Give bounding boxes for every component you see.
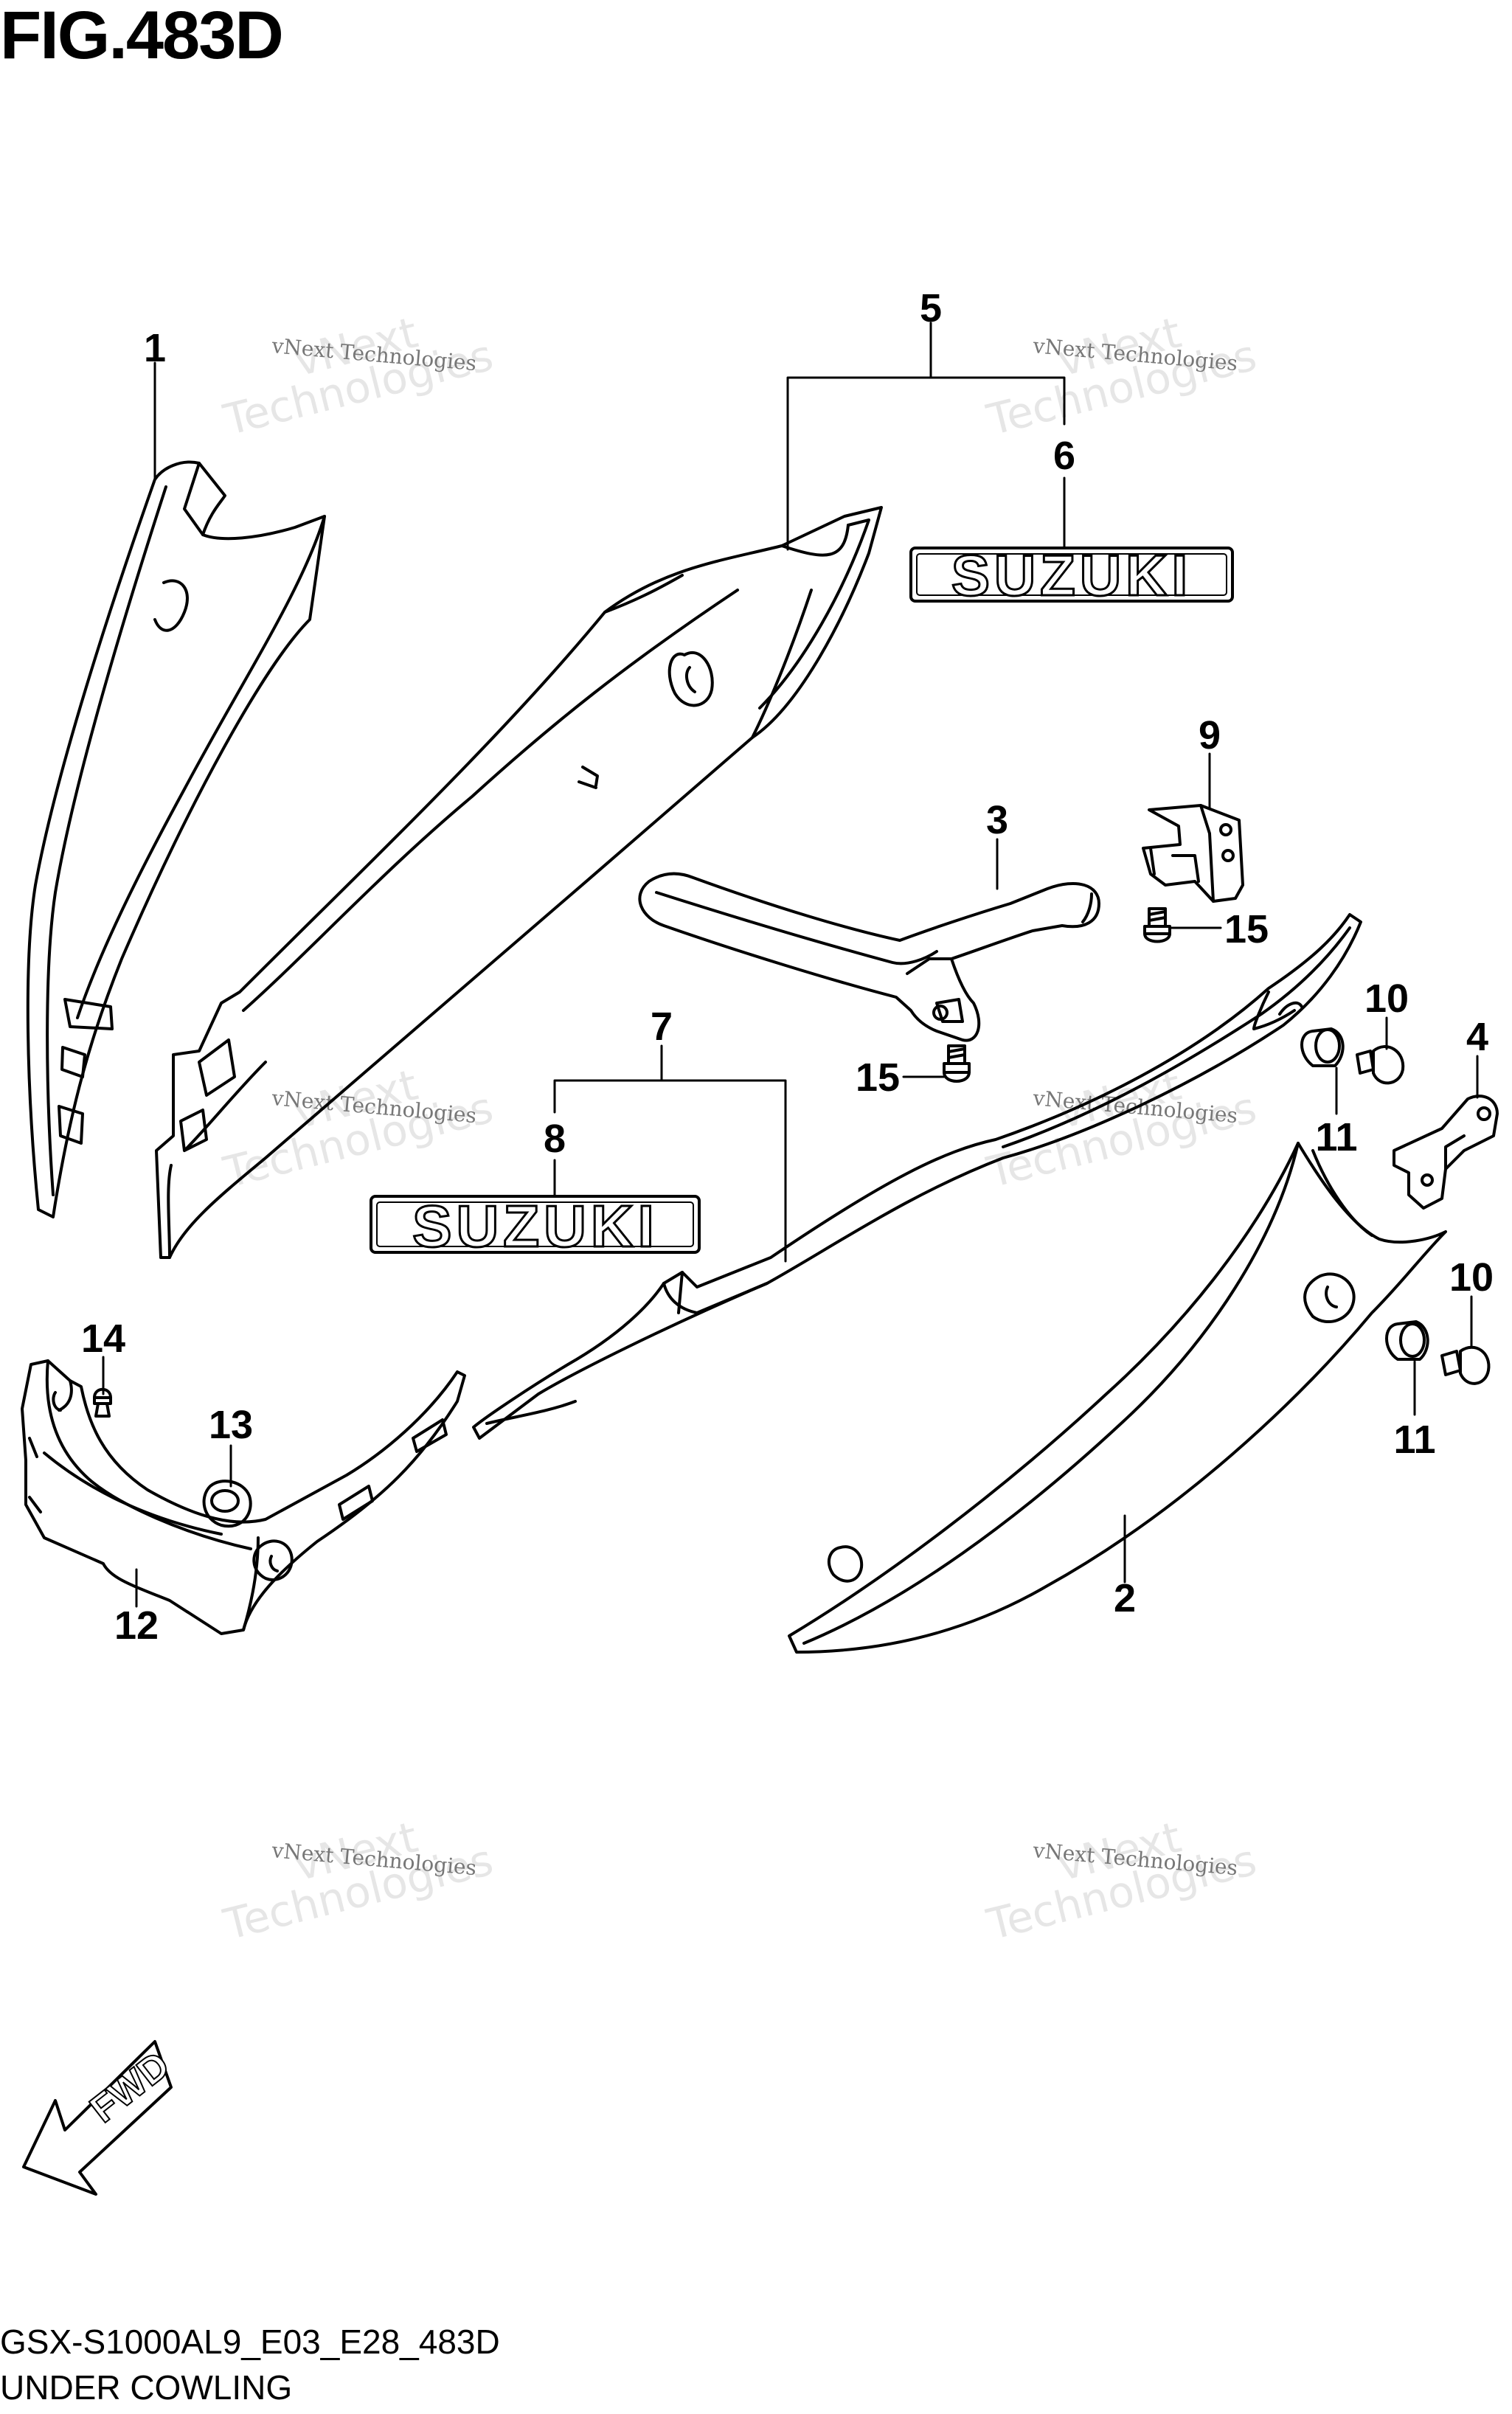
callout-7: 7 xyxy=(651,1005,673,1049)
part-5-upper-cowling xyxy=(155,506,883,1259)
part-13-grommet xyxy=(202,1480,252,1528)
model-code: GSX-S1000AL9_E03_E28_483D xyxy=(0,2323,500,2361)
callout-11-upper: 11 xyxy=(1315,1115,1357,1159)
callout-9: 9 xyxy=(1199,713,1221,757)
part-15-screw-upper xyxy=(1143,907,1171,943)
part-7-lower-cowling xyxy=(472,913,1362,1440)
watermark-bottom-left: Technologies vNext vNext Technologies xyxy=(218,1812,498,1950)
part-2-side-cowling xyxy=(788,1142,1447,1654)
watermark-bottom-right: Technologies vNext vNext Technologies xyxy=(982,1812,1261,1950)
part-3-bracket xyxy=(638,872,1100,1042)
callout-11-lower: 11 xyxy=(1393,1418,1435,1462)
callout-15-upper: 15 xyxy=(1224,907,1269,951)
callout-10-lower: 10 xyxy=(1449,1255,1494,1300)
callout-14: 14 xyxy=(81,1317,125,1361)
leader-lines xyxy=(102,322,1479,1608)
callout-8: 8 xyxy=(544,1117,566,1161)
callout-3: 3 xyxy=(986,798,1008,842)
callout-12: 12 xyxy=(114,1603,159,1648)
emblem-text-upper: SUZUKI xyxy=(951,543,1192,608)
part-8-emblem-lower xyxy=(370,1195,701,1254)
emblem-text-lower: SUZUKI xyxy=(412,1193,659,1259)
part-9-bracket xyxy=(1142,804,1244,903)
callout-4: 4 xyxy=(1466,1015,1488,1059)
part-10-bolt-upper xyxy=(1356,1045,1405,1085)
part-1-side-cowling xyxy=(26,460,326,1218)
callout-5: 5 xyxy=(920,286,942,330)
figure-title: FIG.483D xyxy=(0,0,284,73)
leader-7-bracket xyxy=(553,1044,787,1263)
part-12-lower-panel xyxy=(21,1359,466,1635)
fwd-arrow-icon xyxy=(22,2040,173,2196)
part-15-screw-lower xyxy=(943,1044,971,1083)
part-4-bracket xyxy=(1393,1095,1499,1210)
watermark-top-right: Technologies vNext vNext Technologies xyxy=(982,308,1261,445)
callout-2: 2 xyxy=(1114,1576,1136,1620)
callout-1: 1 xyxy=(144,326,166,370)
part-6-emblem-upper xyxy=(909,547,1234,603)
callout-numbers: 1 5 6 9 3 15 15 7 8 10 11 4 10 11 2 14 1… xyxy=(81,286,1494,1648)
part-11-grommet-upper xyxy=(1300,1027,1345,1067)
watermark-mid-left: Technologies vNext vNext Technologies xyxy=(218,1060,498,1198)
leader-5-bracket xyxy=(786,322,1066,551)
part-11-grommet-lower xyxy=(1385,1320,1429,1361)
callout-13: 13 xyxy=(209,1403,253,1447)
part-10-bolt-lower xyxy=(1440,1345,1491,1385)
callout-15-lower: 15 xyxy=(856,1055,900,1100)
watermark-top-left: Technologies vNext vNext Technologies xyxy=(218,308,498,445)
figure-name: UNDER COWLING xyxy=(0,2368,293,2407)
callout-6: 6 xyxy=(1053,434,1075,478)
callout-10-upper: 10 xyxy=(1364,977,1409,1021)
fwd-label: FWD xyxy=(83,2044,178,2132)
